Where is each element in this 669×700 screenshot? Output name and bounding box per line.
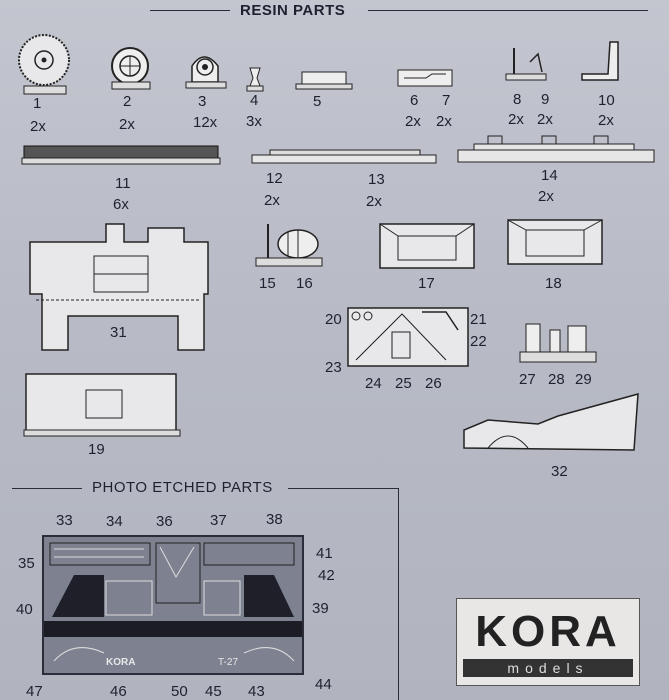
part-12-13-strip xyxy=(251,149,437,164)
pe-label-36: 36 xyxy=(156,513,173,530)
qty-6: 2x xyxy=(405,113,421,130)
label-20: 20 xyxy=(325,311,342,328)
logo-subtitle: models xyxy=(463,659,633,677)
pe-rule-vertical xyxy=(398,488,399,700)
pe-label-46: 46 xyxy=(110,683,127,700)
label-15: 15 xyxy=(259,275,276,292)
label-17: 17 xyxy=(418,275,435,292)
kora-models-logo: KORA models xyxy=(456,598,640,686)
label-21: 21 xyxy=(470,311,487,328)
qty-8: 2x xyxy=(508,111,524,128)
label-5: 5 xyxy=(313,93,322,110)
label-16: 16 xyxy=(296,275,313,292)
qty-7: 2x xyxy=(436,113,452,130)
pe-label-38: 38 xyxy=(266,511,283,528)
pe-label-42: 42 xyxy=(318,567,335,584)
label-25: 25 xyxy=(395,375,412,392)
label-31: 31 xyxy=(110,324,127,341)
part-32-fender xyxy=(463,392,639,451)
pe-label-50: 50 xyxy=(171,683,188,700)
pe-label-43: 43 xyxy=(248,683,265,700)
part-17-box xyxy=(379,223,475,269)
part-27-29-set xyxy=(519,323,597,363)
qty-13: 2x xyxy=(366,193,382,210)
label-23: 23 xyxy=(325,359,342,376)
label-22: 22 xyxy=(470,333,487,350)
label-2: 2 xyxy=(123,93,132,110)
label-14: 14 xyxy=(541,167,558,184)
part-18-box xyxy=(507,219,603,265)
pe-label-35: 35 xyxy=(18,555,35,572)
label-32: 32 xyxy=(551,463,568,480)
label-1: 1 xyxy=(33,95,42,112)
label-27: 27 xyxy=(519,371,536,388)
fret-code: T-27 xyxy=(218,657,239,668)
label-12: 12 xyxy=(266,170,283,187)
label-29: 29 xyxy=(575,371,592,388)
label-13: 13 xyxy=(368,171,385,188)
qty-10: 2x xyxy=(598,112,614,129)
pe-label-41: 41 xyxy=(316,545,333,562)
part-10-plate xyxy=(581,41,619,81)
pe-label-34: 34 xyxy=(106,513,123,530)
part-31-hull xyxy=(29,223,209,351)
label-4: 4 xyxy=(250,92,259,109)
part-14-frame xyxy=(457,135,655,163)
part-8-9-bracket xyxy=(505,48,547,81)
label-8: 8 xyxy=(513,91,522,108)
label-26: 26 xyxy=(425,375,442,392)
qty-1: 2x xyxy=(30,118,46,135)
photo-etched-title: PHOTO ETCHED PARTS xyxy=(92,479,273,496)
pe-label-45: 45 xyxy=(205,683,222,700)
pe-label-44: 44 xyxy=(315,676,332,693)
part-11-track-strip xyxy=(21,145,221,165)
qty-4: 3x xyxy=(246,113,262,130)
label-28: 28 xyxy=(548,371,565,388)
part-3-roller xyxy=(185,56,227,89)
part-15-16-assembly xyxy=(255,224,323,267)
part-1-wheel xyxy=(18,34,70,95)
qty-9: 2x xyxy=(537,111,553,128)
part-5-block xyxy=(295,71,353,90)
fret-parts-drawing xyxy=(44,542,302,662)
label-24: 24 xyxy=(365,375,382,392)
resin-parts-title: RESIN PARTS xyxy=(240,2,346,19)
part-2-wheel xyxy=(111,47,151,90)
label-7: 7 xyxy=(442,92,451,109)
pe-label-47: 47 xyxy=(26,683,43,700)
label-10: 10 xyxy=(598,92,615,109)
part-19-panel xyxy=(23,373,181,437)
qty-14: 2x xyxy=(538,188,554,205)
qty-12: 2x xyxy=(264,192,280,209)
pe-label-33: 33 xyxy=(56,512,73,529)
pe-label-37: 37 xyxy=(210,512,227,529)
header-rule-right xyxy=(368,10,648,11)
header-rule-left xyxy=(150,10,230,11)
part-20-26-plate xyxy=(347,307,469,367)
qty-2: 2x xyxy=(119,116,135,133)
pe-label-39: 39 xyxy=(312,600,329,617)
pe-rule-right xyxy=(288,488,398,489)
pe-rule-left xyxy=(12,488,82,489)
qty-11: 6x xyxy=(113,196,129,213)
photo-etched-fret: KORA T-27 xyxy=(42,535,304,675)
label-19: 19 xyxy=(88,441,105,458)
label-18: 18 xyxy=(545,275,562,292)
fret-brand: KORA xyxy=(106,657,136,668)
part-6-7-plate xyxy=(397,69,453,87)
logo-word: KORA xyxy=(475,607,621,656)
label-6: 6 xyxy=(410,92,419,109)
label-9: 9 xyxy=(541,91,550,108)
qty-3: 12x xyxy=(193,114,218,131)
label-11: 11 xyxy=(115,175,131,192)
pe-label-40: 40 xyxy=(16,601,33,618)
label-3: 3 xyxy=(198,93,207,110)
part-4-small xyxy=(246,67,264,92)
